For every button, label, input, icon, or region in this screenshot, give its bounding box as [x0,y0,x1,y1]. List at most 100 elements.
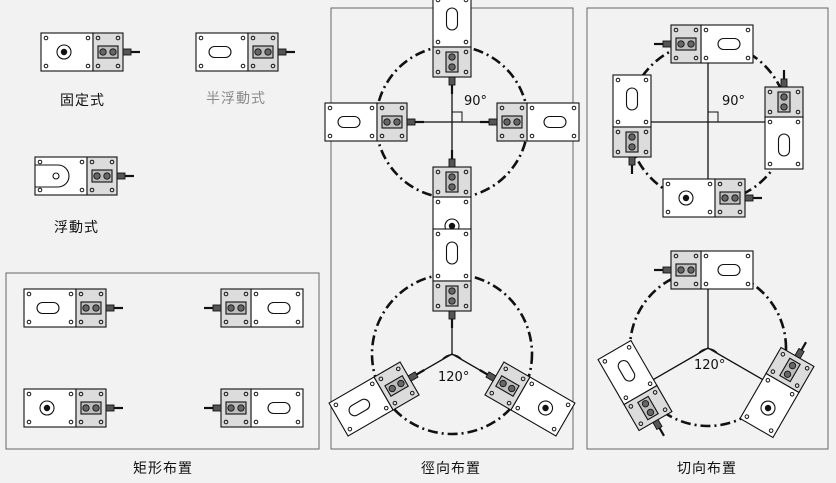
cable-gland [662,266,672,274]
label-rectangular-layout: 矩形布置 [133,461,193,477]
load-cell-bolt [448,53,456,61]
mount-bolt-hole [665,209,671,215]
mount-bolt-hole [662,407,668,413]
mount-bolt-hole [643,129,649,135]
mount-base-plate [23,288,77,328]
mount-bolt-hole [745,253,751,259]
mount-bolt-hole [327,133,333,139]
mount-bolt-hole [673,55,679,61]
tangential-three-angle-arc [697,348,719,355]
cable-gland [406,118,416,126]
mount-base-plate [764,116,804,170]
mount-bolt-hole [643,149,649,155]
load-cell-bolt [448,173,456,181]
mount-bolt-hole [615,129,621,135]
mount-bolt-hole [399,133,405,139]
mount-bolt-hole [95,63,101,69]
mount-bolt-hole [395,366,401,372]
mount-bolt-hole [463,231,469,237]
mount-bolt-hole [770,369,776,374]
load-cell-bolt [92,304,100,312]
load-cell-bolt [731,194,739,202]
mount-bolt-hole [68,319,74,325]
mount-bolt-hole [565,402,571,408]
cable-gland [628,156,636,166]
cable-gland [780,78,788,88]
mount-bolt-hole [765,377,771,383]
fixed-pin [60,48,68,56]
mount-bolt-hole [98,391,104,397]
mount-bolt-hole [463,273,469,279]
cable [479,369,489,376]
mount-bolt-hole [383,405,389,411]
frame-rectangular [5,272,320,450]
mount-bolt-hole [745,55,751,61]
mount-bolt-hole [333,402,339,408]
pin-socket [56,44,72,60]
load-cell-bolt [503,118,511,126]
slot-hole [208,45,232,59]
mount-bolt-hole [253,291,259,297]
mount-bolt-hole [26,391,32,397]
load-cell-bolt [109,48,117,56]
mount-bolt-hole [435,189,441,195]
load-cell-bolt [82,304,90,312]
mount-bolt-hole [295,291,301,297]
mount-bolt-hole [795,89,801,95]
mount-bolt-hole [270,35,276,41]
pin-socket [678,190,694,206]
cable-gland [488,118,498,126]
mount-bolt-hole [626,345,632,350]
mount-bolt-hole [79,159,85,165]
mount-base-plate [526,102,580,142]
mount-bolt-hole [379,105,385,111]
mount-bolt-hole [198,35,204,41]
label-floating-mount: 浮動式 [54,220,99,236]
mount-bolt-hole [379,133,385,139]
mount-bolt-hole [628,404,634,409]
mount-bolt-hole [68,291,74,297]
slot-hole [717,37,741,51]
load-cell-bolt [448,183,456,191]
radial-four-mount-top [432,0,472,94]
cable-gland [662,40,672,48]
mount-bolt-hole [295,419,301,425]
mount-bolt-hole [615,77,621,83]
mount-bolt-hole [295,319,301,325]
cable [658,427,665,437]
mount-bolt-hole [463,0,469,3]
fixed-pin [448,222,456,230]
mount-bolt-hole [223,319,229,325]
mount-bolt-hole [115,35,121,41]
mount-bolt-hole [409,390,415,396]
mount-base-plate [195,32,249,72]
mount-base-plate [432,228,472,282]
radial-three-mount-left [328,361,425,437]
mount-bolt-hole [89,159,95,165]
rect-mount-top-right [204,288,304,328]
tangential-four-mount-bottom [662,178,762,218]
mount-bolt-hole [68,391,74,397]
mount-bolt-hole [43,35,49,41]
load-cell-bolt [783,370,792,378]
mount-bolt-hole [693,281,699,287]
mount-bolt-hole [295,391,301,397]
mount-bolt-hole [392,400,398,406]
cable-gland [212,304,222,312]
load-cell-bolt [687,266,695,274]
slot-hole [267,401,291,415]
mount-base-plate [250,288,304,328]
cable-gland [277,48,287,56]
mount-bolt-hole [435,39,441,45]
mount-bolt-hole [529,381,535,387]
mount-bolt-hole [499,105,505,111]
slot-hole [267,301,291,315]
mount-bolt-hole [78,291,84,297]
mount-bolt-hole [26,291,32,297]
mount-bolt-hole [643,77,649,83]
mount-bolt-hole [707,181,713,187]
load-cell-bolt [227,404,235,412]
mount-bolt-hole [519,105,525,111]
radial-four-right-angle [452,111,463,122]
tangential-three-mount-left [597,339,673,437]
